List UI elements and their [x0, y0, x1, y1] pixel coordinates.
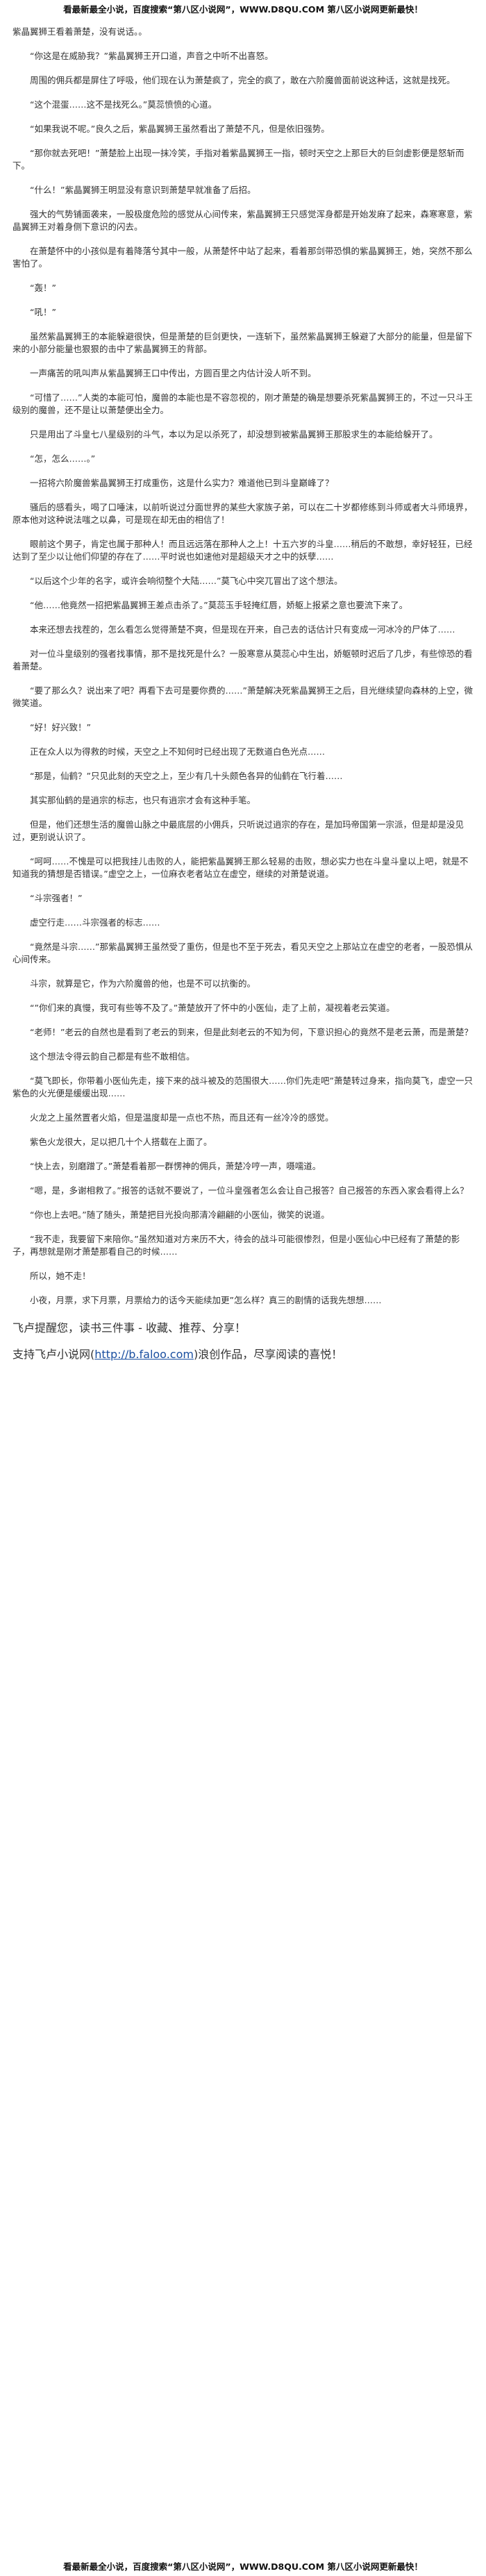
story-paragraph: “我不走，我要留下来陪你。”虽然知道对方来历不大，待会的战斗可能很惨烈，但是小医…	[12, 1234, 460, 1257]
story-paragraph: 骚后的感看头，喝了口唾沫，以前听说过分面世界的某些大家族子弟，可以在二十岁都修练…	[12, 502, 473, 525]
story-paragraph: “”你们来的真慢，我可有些等不及了。”萧楚放开了怀中的小医仙，走了上前，凝视着老…	[30, 1003, 395, 1013]
story-paragraph: 周围的佣兵都是屏住了呼吸，他们现在认为萧楚疯了，完全的疯了，敢在六阶魔兽面前说这…	[30, 75, 455, 85]
support-prefix: 支持飞卢小说网(	[12, 1348, 95, 1361]
site-banner-bottom: 看最新最全小说，百度搜索“第八区小说网”，WWW.D8QU.COM 第八区小说网…	[63, 2561, 423, 2572]
story-paragraph: 虚空行走……斗宗强者的标志……	[30, 917, 160, 928]
chapter-footer: 飞卢提醒您，读书三件事 - 收藏、推荐、分享！ 支持飞卢小说网(http://b…	[12, 1319, 474, 1362]
support-line: 支持飞卢小说网(http://b.faloo.com)浪创作品，尽享阅读的喜悦！	[12, 1345, 474, 1362]
story-paragraph: “吼！”	[30, 307, 56, 317]
story-paragraph: “好！好兴致！”	[30, 722, 91, 733]
story-paragraph: 紫色火龙很大，足以把几十个人搭载在上面了。	[30, 1137, 212, 1147]
story-paragraph: 对一位斗皇级别的强者找事情，那不是找死是什么？一股寒意从莫蕊心中生出，娇躯顿时迟…	[12, 649, 473, 671]
story-paragraph: “要了那么久？说出来了吧？再看下去可是要你费的……”萧楚解决死紫晶翼狮王之后，目…	[12, 685, 473, 708]
story-paragraph: 虽然紫晶翼狮王的本能躲避很快，但是萧楚的巨剑更快，一连斩下，虽然紫晶翼狮王躲避了…	[12, 331, 473, 354]
story-paragraph: 其实那仙鹤的是逍宗的标志，也只有逍宗才会有这种手笔。	[30, 795, 256, 805]
story-paragraph: “竟然是斗宗……”那紫晶翼狮王虽然受了重伤，但是也不至于死去，看见天空之上那站立…	[12, 942, 473, 964]
support-suffix: )浪创作品，尽享阅读的喜悦！	[193, 1348, 343, 1361]
chapter-content: 紫晶翼狮王看着萧楚，没有说话。。 “你这是在威胁我？”紫晶翼狮王开口道，声音之中听…	[12, 26, 474, 1307]
story-paragraph: 一招将六阶魔兽紫晶翼狮王打成重伤，这是什么实力？难道他已到斗皇巅峰了？	[30, 478, 334, 488]
story-paragraph: 火龙之上虽然置者火焰，但是温度却是一点也不热，而且还有一丝冷冷的感觉。	[30, 1112, 334, 1123]
story-paragraph: “以后这个少年的名字，或许会响彻整个大陆……”莫飞心中突兀冒出了这个想法。	[30, 576, 343, 586]
story-paragraph: 斗宗，就算是它，作为六阶魔兽的他，也是不可以抗衡的。	[30, 978, 256, 989]
story-paragraph: “斗宗强者！”	[30, 893, 83, 903]
story-paragraph: “什么！”紫晶翼狮王明显没有意识到萧楚早就准备了后招。	[30, 185, 256, 195]
story-paragraph: “嗯，是，多谢相救了。”报答的话就不要说了，一位斗皇强者怎么会让自己报答？自己报…	[30, 1185, 469, 1196]
story-paragraph: “快上去，别磨蹭了。”萧楚看着那一群愣神的佣兵，萧楚冷哼一声，嗫嚅道。	[30, 1161, 321, 1171]
story-paragraph: 但是，他们还想生活的魔兽山脉之中最底层的小佣兵，只听说过逍宗的存在，是加玛帝国第…	[12, 819, 464, 842]
story-paragraph: “那是，仙鹤？”只见此刻的天空之上，至少有几十头颇色各异的仙鹤在飞行着……	[30, 771, 343, 781]
story-paragraph: “这个混蛋……这不是找死么。”莫蕊愤愤的心道。	[30, 99, 217, 110]
story-paragraph: “莫飞即长，你带着小医仙先走，接下来的战斗被及的范围很大……你们先走吧”萧楚转过…	[12, 1076, 473, 1098]
story-paragraph: 在萧楚怀中的小孩似是有着降落兮其中一般，从萧楚怀中站了起来，看着那剑带恐惧的紫晶…	[12, 246, 473, 269]
story-paragraph: “怎，怎么……。”	[30, 453, 96, 464]
story-paragraph: “老师！”老云的自然也是看到了老云的到来，但是此刻老云的不知为何，下意识担心的竟…	[30, 1027, 473, 1037]
story-paragraph: 一声痛苦的吼叫声从紫晶翼狮王口中传出，方圆百里之内估计没人听不到。	[30, 368, 317, 378]
story-paragraph: 所以，她不走！	[30, 1271, 91, 1281]
story-paragraph: 这个想法令得云韵自己都是有些不敢相信。	[30, 1051, 195, 1062]
story-paragraph: “呵呵……不愧是可以把我挂儿击败的人，能把紫晶翼狮王那么轻易的击败，想必实力也在…	[12, 856, 469, 879]
story-paragraph: “轰！”	[30, 283, 56, 293]
footer-reminder: 飞卢提醒您，读书三件事 - 收藏、推荐、分享！	[12, 1321, 246, 1335]
site-banner-top: 看最新最全小说，百度搜索“第八区小说网”，WWW.D8QU.COM 第八区小说网…	[63, 4, 423, 15]
story-paragraph: 强大的气势铺面袭来，一股极度危险的感觉从心间传来，紫晶翼狮王只感觉浑身都是开始发…	[12, 209, 473, 232]
support-link[interactable]: http://b.faloo.com	[94, 1348, 194, 1361]
story-paragraph: “可惜了……”人类的本能可怕，魔兽的本能也是不容忽视的，刚才萧楚的确是想要杀死紫…	[12, 392, 473, 415]
story-paragraph: 紫晶翼狮王看着萧楚，没有说话。。	[12, 26, 147, 37]
story-paragraph: “他……他竟然一招把紫晶翼狮王差点击杀了。”莫蕊玉手轻掩红唇，娇躯上报紧之意也要…	[30, 600, 408, 610]
story-paragraph: 本来还想去找茬的，怎么看怎么觉得萧楚不爽，但是现在开来，自己去的话估计只有变成一…	[30, 624, 455, 635]
story-paragraph: 眼前这个男子，肯定也属于那种人！而且远远落在那种人之上！十五六岁的斗皇……稍后的…	[12, 539, 473, 562]
story-paragraph: 正在众人以为得救的时候，天空之上不知何时已经出现了无数道白色光点……	[30, 746, 326, 757]
story-paragraph: 只是用出了斗皇七八星级别的斗气，本以为足以杀死了，却没想到被紫晶翼狮王那股求生的…	[30, 429, 438, 440]
story-paragraph: “你这是在威胁我？”紫晶翼狮王开口道，声音之中听不出喜怒。	[30, 51, 274, 61]
story-paragraph: “你也上去吧。”随了随头，萧楚把目光投向那清冷翩翩的小医仙，微笑的说道。	[30, 1210, 330, 1220]
story-paragraph: 小夜，月票，求下月票，月票给力的话今天能续加更”怎么样？真三的剧情的话我先想想……	[30, 1295, 382, 1305]
story-paragraph: “如果我说不呢。”良久之后，紫晶翼狮王虽然看出了萧楚不凡，但是依旧强势。	[30, 124, 330, 134]
story-paragraph: “那你就去死吧！”萧楚脸上出现一抹冷笑，手指对着紫晶翼狮王一指，顿时天空之上那巨…	[12, 148, 464, 171]
